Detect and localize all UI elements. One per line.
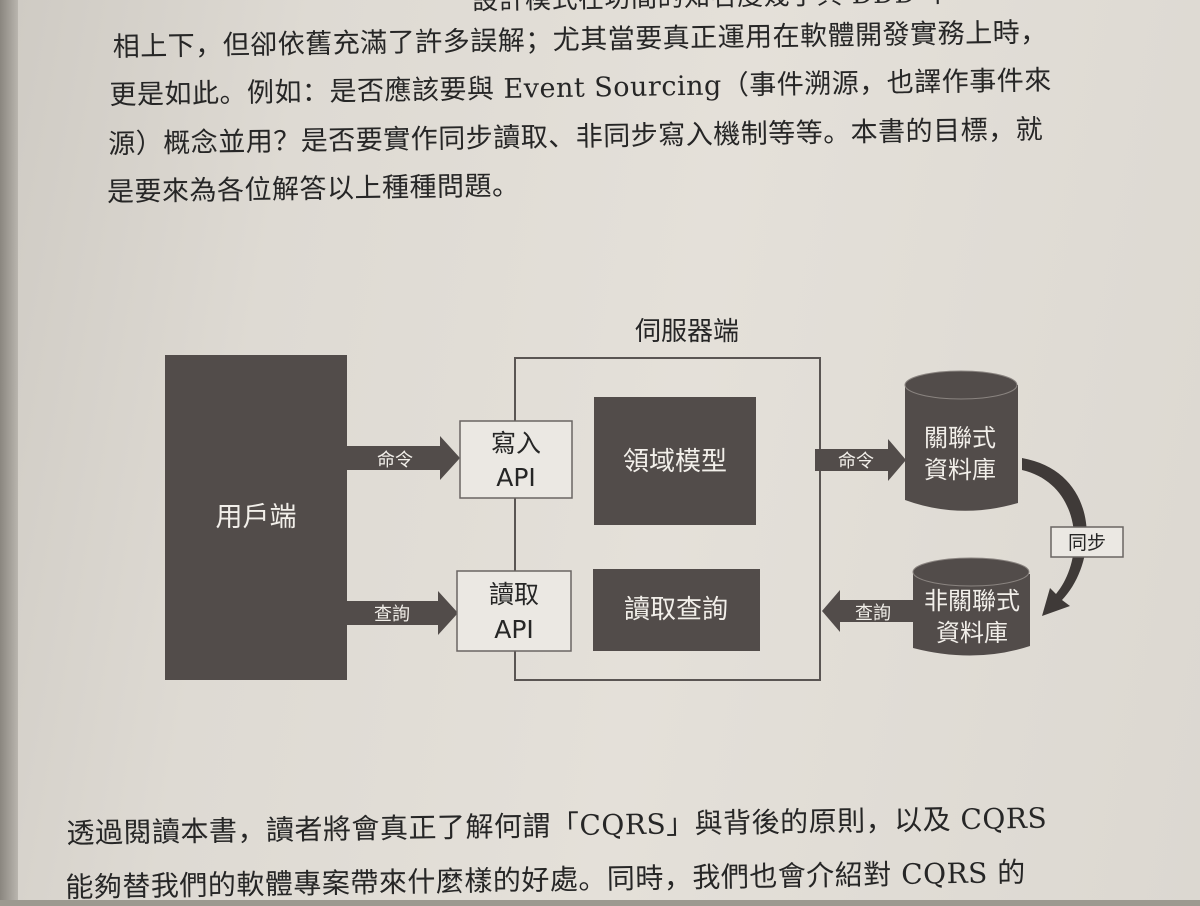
server-frame (514, 357, 821, 681)
nonrelational-db-line1: 非關聯式 (924, 587, 1020, 615)
sync-label: 同步 (1068, 532, 1106, 554)
arrow-command-left (347, 436, 460, 480)
arrow-query-left-label: 查詢 (374, 604, 410, 625)
domain-model-block (594, 397, 756, 525)
read-query-block (593, 569, 760, 651)
sync-label-box (1050, 526, 1124, 558)
write-api-line1: 寫入 (491, 429, 541, 458)
arrow-query-right-label: 查詢 (855, 603, 891, 624)
arrow-command-right (815, 439, 906, 481)
arrow-query-left (342, 591, 458, 635)
write-api-box (459, 420, 573, 499)
relational-db-cylinder (904, 370, 1018, 511)
read-query-label: 讀取查詢 (624, 595, 728, 625)
domain-model-label: 領域模型 (623, 447, 727, 477)
relational-db-line1: 關聯式 (924, 424, 996, 452)
arrow-command-right-label: 命令 (838, 451, 874, 472)
nonrelational-db-line2: 資料庫 (936, 619, 1008, 647)
read-api-box (456, 570, 572, 652)
read-api-line2: API (494, 615, 534, 644)
relational-db-line2: 資料庫 (924, 456, 996, 484)
nonrelational-db-cylinder (912, 557, 1030, 656)
sync-curved-arrow (1022, 458, 1087, 616)
read-api-line1: 讀取 (489, 580, 539, 609)
client-label: 用戶端 (216, 502, 297, 533)
arrow-command-left-label: 命令 (377, 450, 413, 471)
book-spine-shadow (0, 0, 18, 900)
client-block (165, 355, 347, 680)
server-label: 伺服器端 (635, 317, 739, 347)
write-api-line2: API (496, 463, 536, 492)
arrow-query-right (822, 590, 915, 632)
